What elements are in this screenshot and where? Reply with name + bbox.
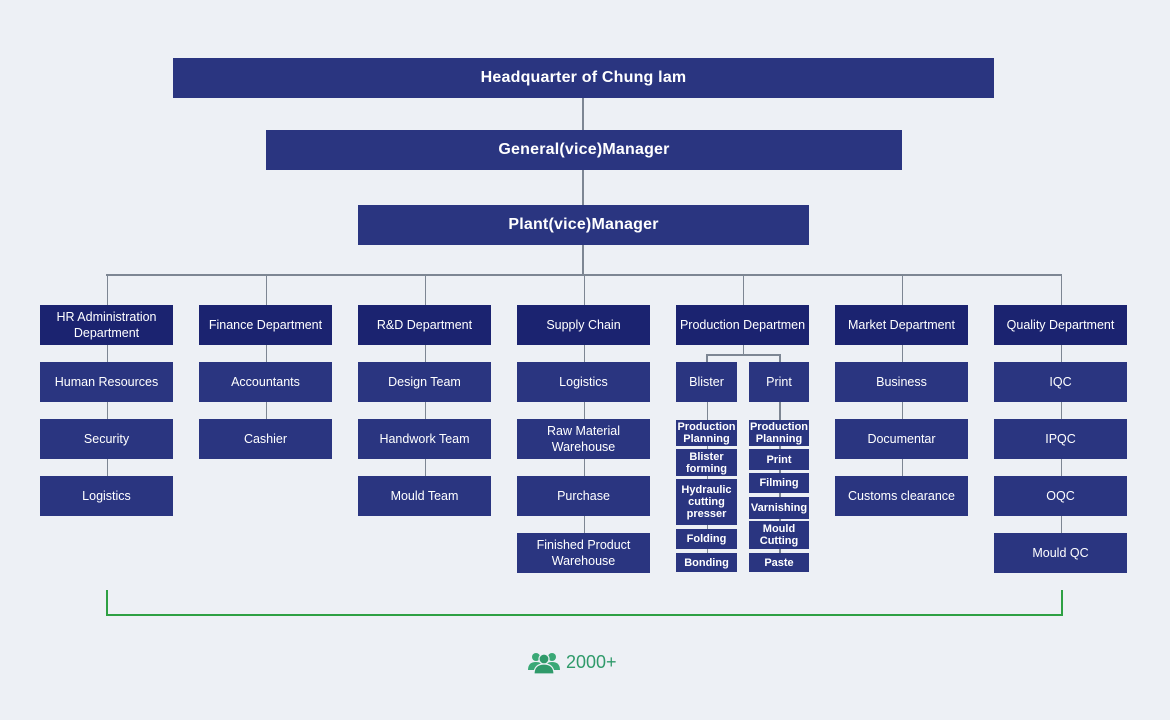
production-step-box: Production Planning bbox=[676, 420, 737, 446]
department-box: Market Department bbox=[835, 305, 968, 345]
connector-line bbox=[706, 402, 708, 553]
connector-line bbox=[424, 274, 426, 305]
production-subgroup-box: Blister bbox=[676, 362, 737, 402]
connector-line bbox=[901, 345, 903, 476]
connector-line bbox=[265, 274, 267, 305]
connector-line bbox=[1060, 274, 1062, 305]
production-step-box: Blister forming bbox=[676, 449, 737, 476]
connector-line bbox=[106, 274, 108, 305]
department-box: HR Administration Department bbox=[40, 305, 173, 345]
department-box: R&D Department bbox=[358, 305, 491, 345]
staff-bracket bbox=[106, 590, 108, 616]
connector-line bbox=[706, 354, 780, 356]
general-manager-box: General(vice)Manager bbox=[266, 130, 902, 170]
team-box: Mould Team bbox=[358, 476, 491, 516]
department-box: Production Departmen bbox=[676, 305, 809, 345]
production-step-box: Filming bbox=[749, 473, 809, 493]
department-box: Quality Department bbox=[994, 305, 1127, 345]
team-box: Handwork Team bbox=[358, 419, 491, 459]
connector-line bbox=[583, 274, 585, 305]
connector-line bbox=[424, 345, 426, 476]
team-box: Finished Product Warehouse bbox=[517, 533, 650, 573]
connector-line bbox=[582, 245, 584, 275]
team-box: Human Resources bbox=[40, 362, 173, 402]
staff-count: 2000+ bbox=[528, 648, 617, 676]
production-step-box: Bonding bbox=[676, 553, 737, 572]
team-box: Logistics bbox=[40, 476, 173, 516]
production-step-box: Paste bbox=[749, 553, 809, 572]
team-box: Logistics bbox=[517, 362, 650, 402]
staff-count-label: 2000+ bbox=[566, 651, 617, 672]
production-step-box: Print bbox=[749, 449, 809, 470]
connector-line bbox=[106, 345, 108, 476]
team-box: Customs clearance bbox=[835, 476, 968, 516]
staff-bracket bbox=[106, 614, 1063, 616]
team-box: Mould QC bbox=[994, 533, 1127, 573]
staff-bracket bbox=[1061, 590, 1063, 616]
team-box: Purchase bbox=[517, 476, 650, 516]
people-icon bbox=[528, 653, 560, 674]
team-box: Documentar bbox=[835, 419, 968, 459]
connector-line bbox=[582, 98, 584, 130]
production-subgroup-box: Print bbox=[749, 362, 809, 402]
team-box: Accountants bbox=[199, 362, 332, 402]
headquarter-box: Headquarter of Chung lam bbox=[173, 58, 994, 98]
connector-line bbox=[779, 354, 781, 362]
production-step-box: Folding bbox=[676, 529, 737, 549]
team-box: IQC bbox=[994, 362, 1127, 402]
production-step-box: Varnishing bbox=[749, 497, 809, 519]
connector-line bbox=[742, 274, 744, 305]
production-step-box: Mould Cutting bbox=[749, 521, 809, 549]
team-box: OQC bbox=[994, 476, 1127, 516]
connector-line bbox=[582, 170, 584, 205]
team-box: Raw Material Warehouse bbox=[517, 419, 650, 459]
production-step-box: Hydraulic cutting presser bbox=[676, 479, 737, 525]
team-box: Cashier bbox=[199, 419, 332, 459]
team-box: Design Team bbox=[358, 362, 491, 402]
department-box: Supply Chain bbox=[517, 305, 650, 345]
plant-manager-box: Plant(vice)Manager bbox=[358, 205, 809, 245]
department-box: Finance Department bbox=[199, 305, 332, 345]
team-box: IPQC bbox=[994, 419, 1127, 459]
connector-line bbox=[742, 345, 744, 354]
connector-line bbox=[901, 274, 903, 305]
team-box: Business bbox=[835, 362, 968, 402]
team-box: Security bbox=[40, 419, 173, 459]
connector-line bbox=[706, 354, 708, 362]
production-step-box: Production Planning bbox=[749, 420, 809, 446]
